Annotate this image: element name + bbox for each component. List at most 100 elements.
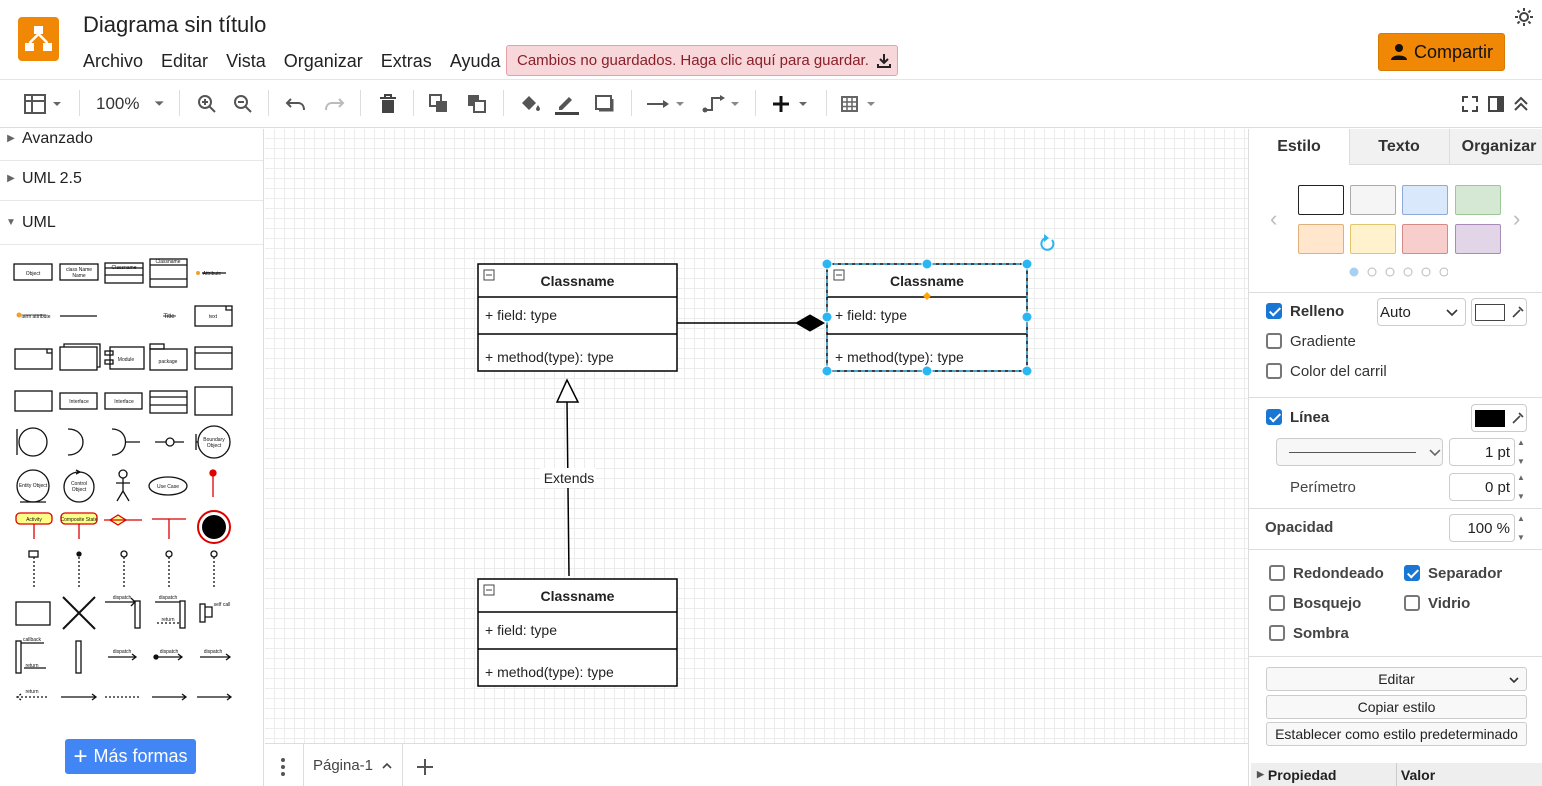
glass-checkbox[interactable] (1404, 595, 1420, 611)
table-icon[interactable] (840, 92, 880, 116)
unsaved-changes-banner[interactable]: Cambios no guardados. Haga clic aquí par… (506, 45, 898, 76)
lane-color-checkbox[interactable] (1266, 363, 1282, 379)
undo-icon[interactable] (284, 92, 308, 116)
line-width-input[interactable]: 1 pt (1449, 438, 1515, 466)
section-label: UML (22, 213, 56, 231)
section-avanzado[interactable]: ▶Avanzado (0, 129, 263, 161)
tab-estilo[interactable]: Estilo (1277, 138, 1321, 155)
style-swatch[interactable] (1402, 185, 1448, 215)
delete-icon[interactable] (377, 92, 399, 116)
fullscreen-icon[interactable] (1460, 92, 1480, 116)
style-swatch[interactable] (1298, 224, 1344, 254)
zoom-out-icon[interactable] (232, 92, 254, 116)
add-page-icon[interactable] (415, 757, 435, 777)
theme-toggle-icon[interactable] (1514, 7, 1534, 27)
class-method[interactable]: + method(type): type (485, 664, 614, 680)
toolbar (0, 79, 1542, 128)
svg-text:dispatch: dispatch (113, 649, 132, 655)
style-swatch[interactable] (1298, 185, 1344, 215)
edit-style-button[interactable]: Editar (1266, 667, 1527, 691)
class-method[interactable]: + method(type): type (835, 349, 964, 365)
format-panel-toggle-icon[interactable] (1486, 92, 1506, 116)
share-button[interactable]: Compartir (1378, 33, 1505, 71)
expand-triangle-icon[interactable]: ▶ (1257, 769, 1264, 779)
app-logo[interactable] (18, 17, 59, 61)
fill-color-picker[interactable] (1471, 298, 1527, 326)
class-method[interactable]: + method(type): type (485, 349, 614, 365)
view-panel-toggle-icon[interactable] (24, 92, 68, 116)
waypoints-icon[interactable] (702, 92, 742, 116)
user-icon (1390, 44, 1407, 60)
line-color-icon[interactable] (554, 92, 580, 116)
separator-label: Separador (1428, 565, 1503, 582)
class-field[interactable]: + field: type (485, 622, 557, 638)
diagram-canvas[interactable]: Classname + field: type + method(type): … (265, 129, 1248, 743)
fill-color-icon[interactable] (518, 92, 542, 116)
set-default-style-button[interactable]: Establecer como estilo predeterminado (1266, 722, 1527, 746)
zoom-select[interactable]: 100% (96, 92, 166, 116)
insert-icon[interactable] (770, 92, 812, 116)
menu-vista[interactable]: Vista (226, 51, 266, 71)
class-field[interactable]: + field: type (485, 307, 557, 323)
edge-label-extends[interactable]: Extends (543, 470, 595, 486)
style-swatch[interactable] (1350, 185, 1396, 215)
fill-checkbox[interactable] (1266, 303, 1282, 319)
shadow-checkbox[interactable] (1269, 625, 1285, 641)
tab-texto[interactable]: Texto (1378, 138, 1420, 155)
svg-text:Boundary: Boundary (203, 437, 225, 443)
opacity-spinner[interactable]: ▲▼ (1517, 514, 1525, 542)
sketch-label: Bosquejo (1293, 595, 1362, 612)
property-column: Propiedad (1267, 766, 1337, 783)
copy-style-button[interactable]: Copiar estilo (1266, 695, 1527, 719)
menu-archivo[interactable]: Archivo (83, 51, 144, 71)
style-swatch[interactable] (1455, 224, 1501, 254)
chevron-up-icon[interactable] (381, 761, 393, 771)
gradient-checkbox[interactable] (1266, 333, 1282, 349)
collapse-toolbar-icon[interactable] (1511, 92, 1531, 116)
separator-checkbox[interactable] (1404, 565, 1420, 581)
fill-mode-select[interactable]: Auto (1377, 298, 1466, 326)
pages-menu-icon[interactable] (279, 756, 287, 778)
class-name[interactable]: Classname (540, 273, 615, 289)
rotate-handle-icon[interactable] (1040, 234, 1055, 251)
class-name[interactable]: Classname (540, 588, 615, 604)
rounded-checkbox[interactable] (1269, 565, 1285, 581)
menu-editar[interactable]: Editar (161, 51, 209, 71)
style-swatch[interactable] (1402, 224, 1448, 254)
swatch-page-dots[interactable] (1348, 266, 1448, 278)
line-color-picker[interactable] (1471, 404, 1527, 432)
menu-ayuda[interactable]: Ayuda (449, 51, 501, 71)
to-back-icon[interactable] (466, 92, 488, 116)
class-field[interactable]: + field: type (835, 307, 907, 323)
swatch-prev-icon[interactable]: ‹ (1270, 206, 1278, 231)
connection-style-icon[interactable] (645, 92, 687, 116)
line-pattern-select[interactable] (1276, 438, 1443, 466)
shadow-icon[interactable] (594, 92, 616, 116)
menu-extras[interactable]: Extras (380, 51, 432, 71)
fill-label: Relleno (1290, 303, 1345, 320)
perimeter-spinner[interactable]: ▲▼ (1517, 473, 1525, 501)
section-uml[interactable]: ▼UML (0, 201, 263, 245)
document-title[interactable]: Diagrama sin título (83, 12, 267, 37)
swatch-next-icon[interactable]: › (1513, 206, 1521, 231)
tab-organizar[interactable]: Organizar (1461, 138, 1537, 155)
perimeter-input[interactable]: 0 pt (1449, 473, 1515, 501)
sketch-checkbox[interactable] (1269, 595, 1285, 611)
to-front-icon[interactable] (428, 92, 450, 116)
download-icon (876, 53, 891, 68)
line-width-spinner[interactable]: ▲▼ (1517, 438, 1525, 466)
page-tab[interactable]: Página-1 (303, 744, 403, 786)
page-tabs-bar: Página-1 (265, 743, 1248, 786)
more-shapes-button[interactable]: + Más formas (65, 739, 196, 774)
style-swatch[interactable] (1350, 224, 1396, 254)
style-swatch[interactable] (1455, 185, 1501, 215)
section-uml25[interactable]: ▶UML 2.5 (0, 157, 263, 201)
opacity-input[interactable]: 100 % (1449, 514, 1515, 542)
section-label: UML 2.5 (22, 169, 82, 187)
class-name[interactable]: Classname (890, 273, 964, 289)
line-checkbox[interactable] (1266, 409, 1282, 425)
zoom-in-icon[interactable] (196, 92, 218, 116)
menu-organizar[interactable]: Organizar (283, 51, 363, 71)
redo-icon[interactable] (322, 92, 346, 116)
